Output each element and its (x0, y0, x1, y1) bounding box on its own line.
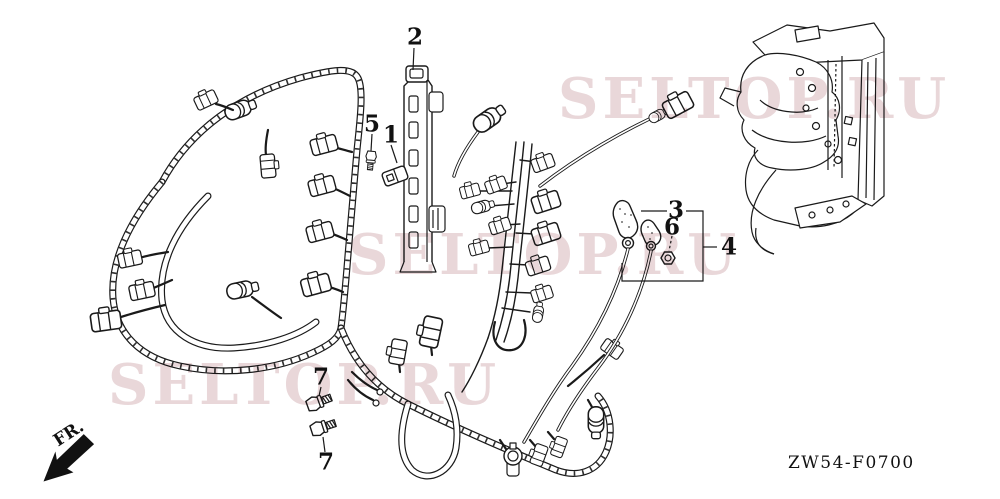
callout-7b: 7 (317, 448, 335, 476)
callout-1: 1 (382, 121, 400, 149)
engine-block-illustration (719, 22, 885, 255)
callout-4: 4 (720, 233, 738, 261)
callout-7a: 7 (312, 363, 330, 391)
callout-5: 5 (363, 110, 381, 138)
part-7-bolts (304, 390, 339, 439)
part-3-terminal-assembly (522, 199, 717, 444)
callout-6: 6 (663, 213, 681, 241)
harness-connectors (88, 85, 696, 477)
harness-tubes (113, 70, 611, 476)
callout-3: 3 (667, 196, 685, 224)
part-1-clip (381, 165, 409, 187)
callout-2: 2 (406, 23, 424, 51)
part-5-bolt (364, 150, 378, 171)
diagram-part-code: ZW54-F0700 (788, 453, 915, 473)
callout-leader-lines (318, 47, 415, 453)
fr-direction-arrow: FR. (43, 417, 95, 482)
part-2-connector-strip (399, 65, 446, 273)
part-6-nut (660, 251, 676, 265)
